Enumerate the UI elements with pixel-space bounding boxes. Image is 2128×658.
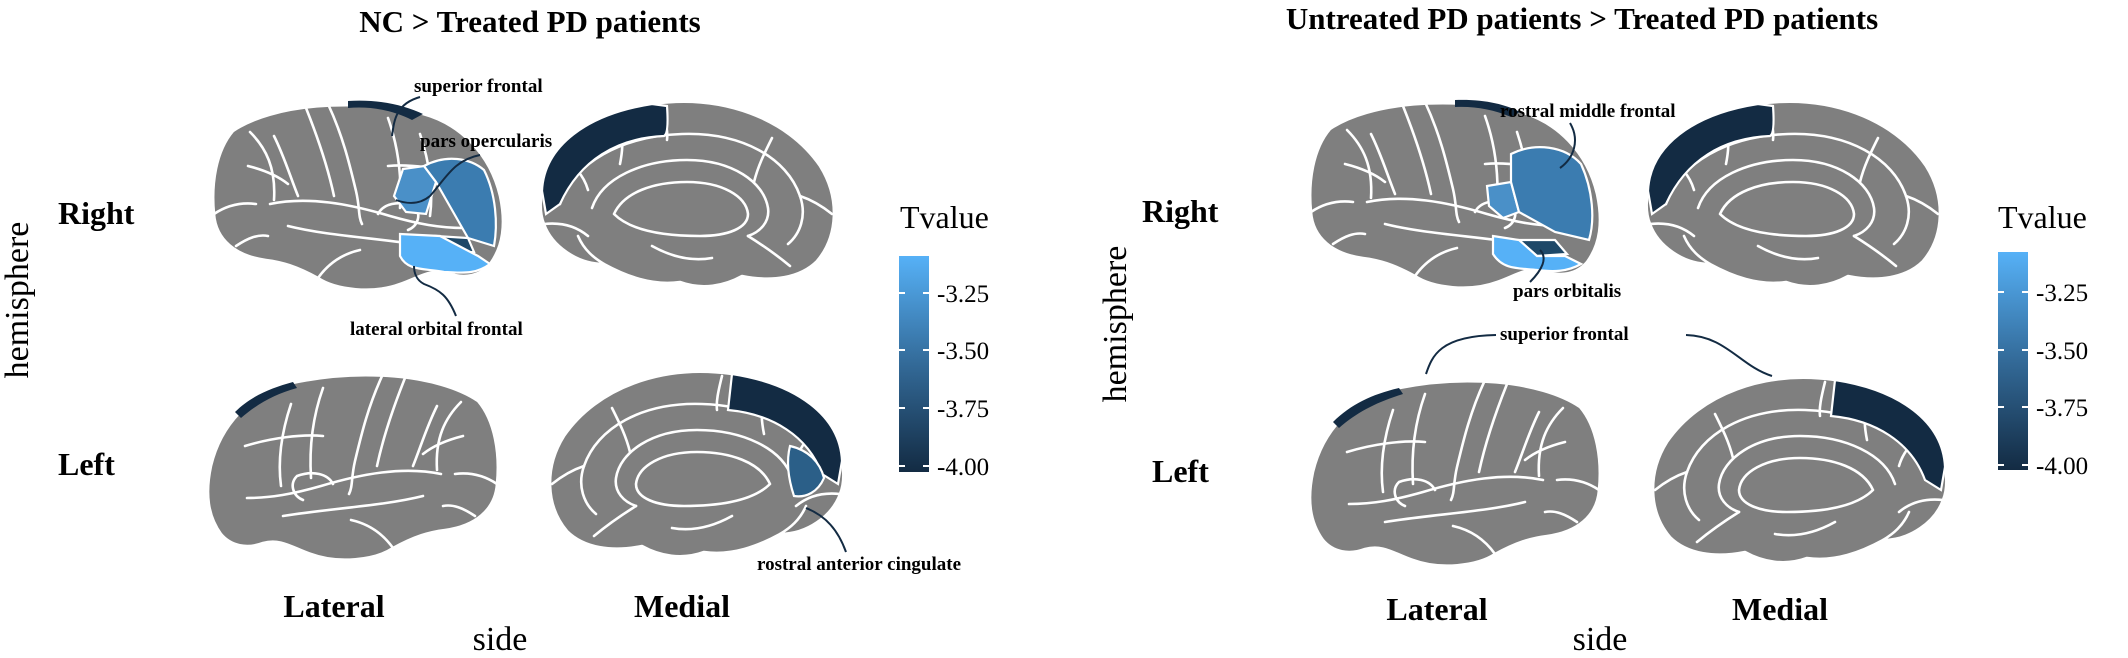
region-superior-frontal (348, 100, 423, 120)
panel-nc-vs-treated: NC > Treated PD patients hemisphere Righ… (0, 4, 989, 658)
callout-rostral-middle-frontal: rostral middle frontal (1500, 101, 1676, 122)
side-label-medial: Medial (1732, 591, 1828, 627)
hemisphere-label-left: Left (1152, 453, 1209, 489)
leader-line (413, 265, 457, 317)
leader-line (805, 507, 847, 553)
callout-pars-orbitalis: pars orbitalis (1513, 281, 1621, 302)
brain-right-medial (539, 100, 836, 288)
region-rostral-middle-frontal (1509, 146, 1594, 242)
hemisphere-label-right: Right (1142, 193, 1219, 229)
region-rostral-anterior-cingulate (786, 444, 826, 498)
brain-right-lateral (211, 100, 505, 291)
region-superior-frontal (235, 382, 297, 418)
side-label-lateral: Lateral (1386, 591, 1487, 627)
region-superior-frontal (540, 102, 669, 216)
callout-rostral-anterior-cingulate: rostral anterior cingulate (757, 554, 961, 575)
region-superior-frontal (1333, 388, 1403, 428)
colorbar-ticks (899, 292, 929, 467)
brain-right-lateral (1308, 99, 1602, 289)
brain-left-lateral (1308, 378, 1602, 567)
region-lateral-orbitofrontal (398, 232, 492, 274)
brain-left-lateral (206, 372, 500, 561)
y-axis-title: hemisphere (0, 222, 36, 379)
colorbar (1998, 252, 2028, 470)
region-pars-opercularis (1485, 180, 1521, 220)
legend-title: Tvalue (1998, 199, 2087, 235)
panel-untreated-vs-treated: Untreated PD patients > Treated PD patie… (1097, 1, 2088, 658)
side-label-lateral: Lateral (283, 588, 384, 624)
leader-line (391, 96, 421, 137)
x-axis-title: side (1573, 621, 1628, 658)
callout-pars-opercularis: pars opercularis (420, 131, 552, 152)
legend-title: Tvalue (900, 199, 989, 235)
leader-line (1559, 122, 1576, 169)
region-superior-frontal (726, 372, 844, 486)
callout-superior-frontal: superior frontal (1500, 324, 1629, 345)
tick-label: -4.00 (937, 454, 989, 481)
brain-right-medial (1645, 100, 1942, 288)
hemisphere-label-left: Left (58, 446, 115, 482)
brain-left-medial (1651, 376, 1948, 564)
tick-label: -3.50 (2036, 338, 2088, 365)
tick-label: -3.25 (937, 281, 989, 308)
leader-line (1529, 249, 1545, 283)
tick-label: -3.25 (2036, 280, 2088, 307)
tick-label: -3.75 (2036, 395, 2088, 422)
callout-superior-frontal: superior frontal (414, 76, 543, 97)
panel-title: Untreated PD patients > Treated PD patie… (1286, 1, 1878, 36)
panel-title: NC > Treated PD patients (359, 4, 700, 39)
tick-label: -3.50 (937, 338, 989, 365)
leader-line (1425, 334, 1497, 375)
side-label-medial: Medial (634, 588, 730, 624)
tick-label: -4.00 (2036, 453, 2088, 480)
x-axis-title: side (473, 621, 528, 658)
region-superior-frontal (1646, 102, 1775, 216)
leader-line (395, 154, 481, 204)
region-superior-frontal (1829, 378, 1947, 492)
colorbar-ticks (1998, 291, 2028, 466)
y-axis-title: hemisphere (1097, 246, 1134, 403)
leader-line (1685, 334, 1773, 377)
brain-left-medial (548, 370, 845, 558)
tick-label: -3.75 (937, 396, 989, 423)
callout-lateral-orbital-frontal: lateral orbital frontal (350, 319, 523, 340)
region-superior-frontal (1455, 99, 1520, 117)
colorbar (899, 256, 929, 472)
hemisphere-label-right: Right (58, 195, 135, 231)
